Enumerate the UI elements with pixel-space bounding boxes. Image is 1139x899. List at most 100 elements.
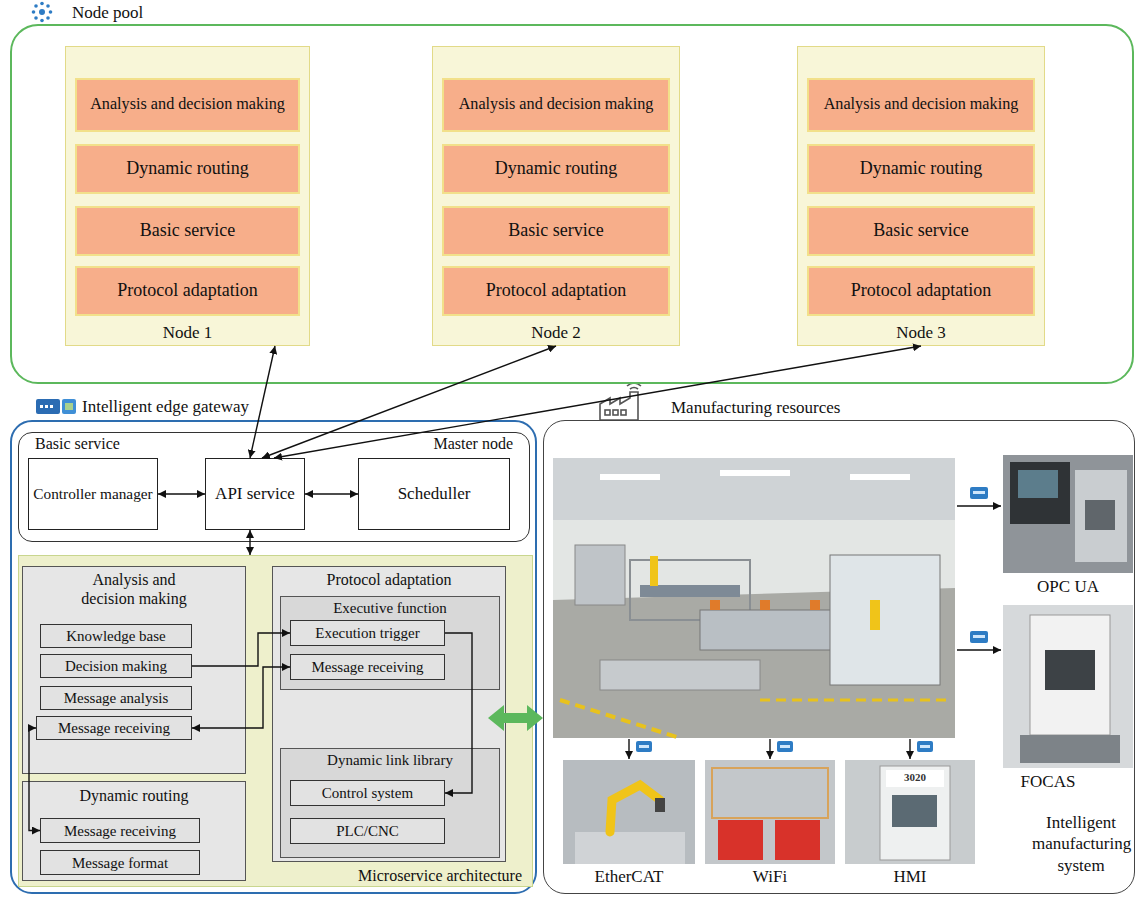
hmi-photo	[845, 760, 975, 864]
photo-arrow-part	[957, 505, 1001, 506]
gateway-region: Intelligent edge gatewayBasic serviceMas…	[10, 420, 537, 894]
box-label: Knowledge base	[62, 627, 170, 645]
box-heading: Analysis and decision making	[63, 570, 205, 608]
factory-photo-part	[830, 555, 940, 685]
factory-photo-part	[553, 458, 955, 738]
component-box: Controller manager	[28, 458, 158, 530]
gateway-icon-part	[45, 405, 48, 408]
network-icon-part	[970, 487, 988, 499]
node-pool-icon-part	[40, 19, 44, 23]
photo-arrow-part	[957, 649, 1001, 650]
box-label: Scheduller	[394, 484, 475, 504]
function-box: Message receiving	[40, 818, 200, 843]
hmi-photo-part	[892, 795, 937, 827]
photo-arrow-part	[628, 739, 629, 759]
box-heading: Node 3	[798, 323, 1044, 343]
node-box: Node 3 Analysis and decision makingDynami…	[797, 46, 1045, 346]
box-label: API service	[211, 484, 299, 504]
opc-ua-photo-part	[1075, 470, 1127, 562]
box-label: Analysis and decision making	[455, 95, 658, 114]
box-label: Message receiving	[60, 822, 180, 840]
module-box: Dynamic routingMessage receivingMessage …	[22, 781, 246, 881]
factory-photo-part	[600, 474, 660, 480]
gateway-icon-part	[50, 405, 53, 408]
node-pool-icon-part	[32, 10, 36, 14]
box-heading: Node pool	[70, 3, 145, 23]
network-icon-part	[920, 745, 930, 748]
service-box: Protocol adaptation	[75, 266, 300, 316]
service-box: Basic service	[75, 206, 300, 256]
module-box: Analysis and decision makingKnowledge ba…	[22, 566, 246, 774]
function-box: PLC/CNC	[290, 818, 445, 844]
focas-photo-part	[1020, 735, 1120, 763]
box-label: Analysis and decision making	[820, 95, 1023, 114]
service-box: Protocol adaptation	[442, 266, 670, 316]
gateway-icon-part	[36, 399, 60, 414]
node-pool-icon-part	[46, 4, 50, 8]
master-node-box: Basic serviceMaster nodeController manag…	[18, 432, 530, 542]
wifi-photo-part	[705, 760, 835, 864]
service-box: Basic service	[807, 206, 1035, 256]
ethercat-photo-part	[575, 832, 685, 864]
factory-photo-part	[575, 545, 625, 605]
factory-photo-part	[600, 660, 760, 690]
factory-photo-part	[810, 600, 820, 610]
connector-arrow	[305, 493, 358, 494]
node-pool-icon-part	[46, 16, 50, 20]
service-box: Analysis and decision making	[807, 78, 1035, 132]
wifi-photo-part	[718, 820, 763, 860]
factory-photo-part	[760, 600, 770, 610]
box-heading: Master node	[431, 434, 515, 453]
box-heading: Manufacturing resources	[669, 398, 842, 418]
box-label: Controller manager	[29, 485, 156, 503]
function-box: Message receiving	[290, 654, 445, 680]
network-icon-part	[636, 741, 652, 752]
box-heading: Node 1	[66, 323, 309, 343]
photo-arrow	[629, 506, 1001, 759]
service-box: Analysis and decision making	[442, 78, 670, 132]
service-box: Protocol adaptation	[807, 266, 1035, 316]
focas-photo	[1003, 605, 1133, 768]
factory-icon	[600, 383, 641, 420]
node-pool-icon-part	[34, 16, 38, 20]
factory-icon-part	[613, 410, 618, 415]
ethercat-photo-part	[610, 785, 660, 832]
factory-icon-part	[630, 388, 638, 390]
node-pool-icon-part	[34, 4, 38, 8]
component-box: Scheduller	[358, 458, 510, 530]
box-label: Message receiving	[307, 658, 427, 676]
node-pool-icon-part	[49, 10, 53, 14]
box-heading: Microservice architecture	[356, 866, 524, 885]
network-icon-part	[777, 741, 793, 752]
connector-arrow	[262, 346, 556, 458]
connector-arrow	[192, 633, 290, 666]
network-icon-part	[639, 745, 649, 748]
hmi-photo-part	[845, 760, 975, 864]
service-box: Basic service	[442, 206, 670, 256]
network-icon-part	[780, 745, 790, 748]
function-box: Message format	[40, 850, 200, 875]
focas-photo-part	[1030, 615, 1110, 735]
connector-arrow	[158, 493, 205, 494]
function-box: Message analysis	[40, 686, 192, 710]
gateway-icon-part	[62, 399, 76, 414]
region-box: Node poolNode 1Analysis and decision mak…	[10, 24, 1134, 384]
network-icon-part	[973, 491, 985, 494]
box-label: Dynamic routing	[122, 158, 252, 180]
opc-ua-photo	[1003, 455, 1133, 573]
factory-icon-part	[605, 410, 610, 415]
machine-marking: 3020	[886, 771, 944, 784]
box-label: Protocol adaptation	[482, 280, 630, 302]
function-box: Message receiving	[36, 716, 192, 740]
wifi-photo-part	[775, 820, 820, 860]
service-box: Dynamic routing	[807, 144, 1035, 194]
service-box: Dynamic routing	[442, 144, 670, 194]
node-pool-icon-part	[39, 9, 45, 15]
factory-photo-part	[870, 600, 880, 630]
factory-icon-part	[600, 392, 638, 420]
box-heading: Executive function	[281, 599, 499, 617]
factory-photo-part	[553, 520, 955, 600]
box-label: Execution trigger	[311, 624, 424, 642]
box-label: Message receiving	[54, 719, 174, 737]
connector-arrow	[274, 346, 921, 458]
